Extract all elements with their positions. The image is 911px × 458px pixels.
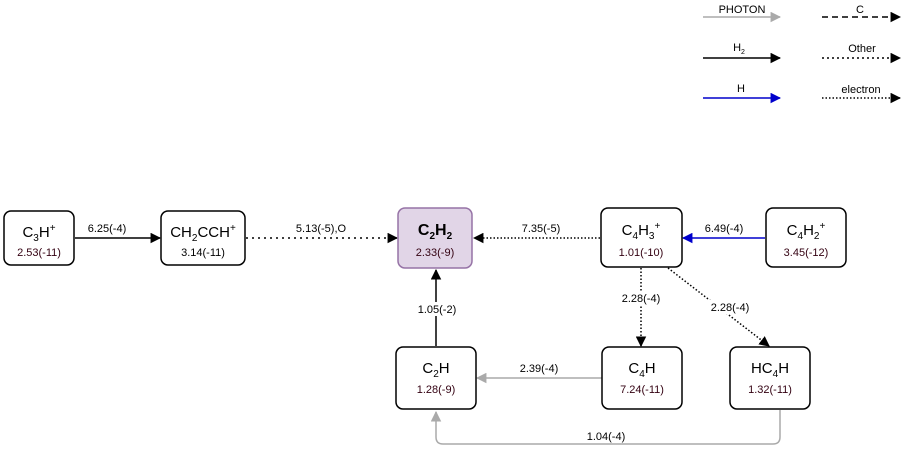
edge-label-c4h-to-c2h: 2.39(-4) bbox=[520, 363, 559, 375]
node-value: 2.53(-11) bbox=[17, 247, 61, 259]
node-formula: C4H2+ bbox=[787, 221, 826, 242]
formula-part: 4 bbox=[633, 231, 639, 242]
formula-part: 4 bbox=[798, 231, 804, 242]
formula-part: H bbox=[39, 224, 50, 241]
formula-part: H bbox=[439, 360, 450, 377]
edge-label-bg-c2h-to-c2h2 bbox=[412, 302, 462, 316]
formula-part: C bbox=[622, 222, 633, 239]
node-value: 1.01(-10) bbox=[619, 247, 664, 259]
node-c4h3-plus: C4H3+ 1.01(-10) bbox=[600, 207, 683, 268]
formula-part: C bbox=[418, 222, 430, 239]
node-formula: C3H+ bbox=[22, 223, 55, 244]
formula-part: H bbox=[645, 360, 656, 377]
formula-part: 2 bbox=[814, 231, 820, 242]
formula-part: 2 bbox=[447, 231, 453, 242]
formula-part: 4 bbox=[639, 369, 645, 380]
formula-part: CCH bbox=[197, 224, 230, 241]
node-value: 2.33(-9) bbox=[416, 247, 455, 259]
formula-part: H bbox=[803, 222, 814, 239]
edge-label-hc4h-to-c2h: 1.04(-4) bbox=[587, 431, 626, 443]
formula-part: 2 bbox=[433, 369, 439, 380]
formula-part: 4 bbox=[773, 369, 779, 380]
node-box bbox=[395, 346, 477, 410]
edge-label-c4h2-to-c4h3: 6.49(-4) bbox=[705, 223, 744, 235]
formula-part: 2 bbox=[192, 233, 198, 244]
legend-electron-label: electron bbox=[841, 84, 880, 96]
node-box bbox=[765, 207, 847, 268]
node-c2h: C2H 1.28(-9) bbox=[395, 346, 477, 410]
formula-part: CH bbox=[170, 224, 192, 241]
formula-part: H bbox=[778, 360, 789, 377]
node-box-highlighted bbox=[397, 207, 473, 269]
node-value: 3.14(-11) bbox=[181, 247, 225, 259]
node-formula: CH2CCH+ bbox=[170, 223, 236, 244]
node-formula: HC4H bbox=[751, 360, 789, 380]
legend-photon-label: PHOTON bbox=[719, 4, 766, 16]
edge-label-c4h3-to-c2h2: 7.35(-5) bbox=[522, 223, 561, 235]
edge-hc4h-to-c2h bbox=[430, 410, 781, 445]
legend-other-label: Other bbox=[848, 43, 876, 55]
formula-part: + bbox=[230, 223, 236, 234]
node-value: 7.24(-11) bbox=[620, 384, 664, 396]
node-formula: C2H2 bbox=[418, 222, 453, 242]
node-box bbox=[729, 346, 811, 410]
nodes: C3H+ 2.53(-11) CH2CCH+ 3.14(-11) C2H2 2.… bbox=[3, 207, 847, 410]
formula-part: + bbox=[50, 223, 56, 234]
node-formula: C4H3+ bbox=[622, 221, 661, 242]
node-formula: C4H bbox=[628, 360, 655, 380]
formula-part: C bbox=[628, 360, 639, 377]
node-box bbox=[3, 210, 75, 266]
node-value: 1.28(-9) bbox=[417, 384, 456, 396]
formula-part: C bbox=[787, 222, 798, 239]
node-box bbox=[160, 210, 246, 266]
edges: 6.25(-4) 5.13(-5),O 7.35(-5) 6.49(-4) 1.… bbox=[75, 223, 781, 445]
edge-label-bg-c4h3-to-hc4h bbox=[705, 300, 755, 314]
legend-c-label: C bbox=[856, 4, 864, 16]
formula-part: + bbox=[819, 221, 825, 232]
formula-part: 2 bbox=[429, 231, 435, 242]
edge-label-ch2cch-to-c2h2: 5.13(-5),O bbox=[296, 223, 347, 235]
formula-part: C bbox=[22, 224, 33, 241]
formula-part: H bbox=[435, 222, 447, 239]
formula-part: + bbox=[654, 221, 660, 232]
node-hc4h: HC4H 1.32(-11) bbox=[729, 346, 811, 410]
node-value: 3.45(-12) bbox=[784, 247, 829, 259]
legend-h-label: H bbox=[737, 83, 745, 95]
node-box bbox=[601, 346, 683, 410]
edge-label-c3h-to-ch2cch: 6.25(-4) bbox=[88, 223, 127, 235]
node-ch2cch-plus: CH2CCH+ 3.14(-11) bbox=[160, 210, 246, 266]
node-c4h: C4H 7.24(-11) bbox=[601, 346, 683, 410]
formula-part: H bbox=[638, 222, 649, 239]
legend-h2-label: H2 bbox=[733, 42, 745, 56]
legend: PHOTON C H2 Other H electron bbox=[703, 4, 902, 104]
node-formula: C2H bbox=[422, 360, 449, 380]
node-value: 1.32(-11) bbox=[748, 384, 792, 396]
node-c4h2-plus: C4H2+ 3.45(-12) bbox=[765, 207, 847, 268]
node-c3h-plus: C3H+ 2.53(-11) bbox=[3, 210, 75, 266]
node-box bbox=[600, 207, 683, 268]
edge-label-c4h3-to-c4h: 2.28(-4) bbox=[622, 293, 661, 305]
node-c2h2: C2H2 2.33(-9) bbox=[397, 207, 473, 269]
edge-label-bg-c4h3-to-c4h bbox=[616, 291, 666, 305]
formula-part: 3 bbox=[33, 233, 39, 244]
edge-label-c4h3-to-hc4h: 2.28(-4) bbox=[711, 302, 750, 314]
formula-part: C bbox=[422, 360, 433, 377]
edge-label-c2h-to-c2h2: 1.05(-2) bbox=[418, 304, 457, 316]
formula-part: 3 bbox=[649, 231, 655, 242]
formula-part: HC bbox=[751, 360, 773, 377]
